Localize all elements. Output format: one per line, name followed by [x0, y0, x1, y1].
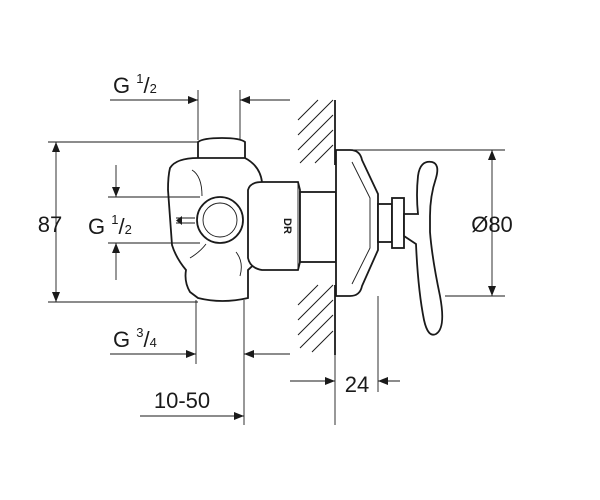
- range-label: 10-50: [154, 388, 210, 413]
- handle: [377, 160, 444, 336]
- valve-body: [167, 137, 337, 302]
- dimension-range: [140, 355, 336, 425]
- dimension-bottom-thread: [110, 300, 290, 364]
- side-thread-label: G 1/2: [88, 212, 132, 239]
- dimension-diameter: [350, 149, 505, 297]
- wall-upper: [297, 99, 336, 165]
- depth-label: 24: [345, 372, 369, 397]
- dimension-height: [48, 141, 198, 303]
- dimension-depth: [290, 296, 400, 392]
- rosette: [335, 149, 379, 297]
- diameter-label: Ø80: [471, 212, 513, 237]
- top-thread-label: G 1/2: [113, 71, 157, 98]
- height-label: 87: [38, 212, 62, 237]
- wall-lower: [297, 284, 336, 355]
- body-mark-label: DR: [281, 218, 293, 234]
- bottom-thread-label: G 3/4: [113, 325, 157, 352]
- dimension-side-thread: [108, 165, 200, 280]
- dimension-top-thread: [110, 90, 290, 140]
